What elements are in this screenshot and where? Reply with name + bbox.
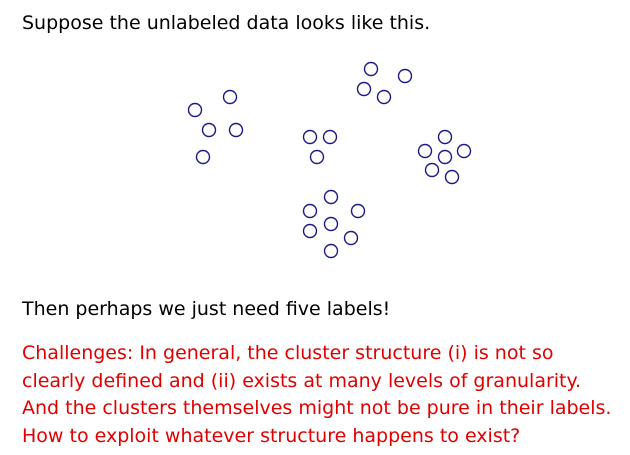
data-point xyxy=(222,89,238,105)
data-point xyxy=(417,143,433,159)
data-point xyxy=(228,122,244,138)
data-point xyxy=(397,68,413,84)
conclusion-text: Then perhaps we just need five labels! xyxy=(22,298,391,320)
data-point xyxy=(350,203,366,219)
data-point xyxy=(437,129,453,145)
data-points xyxy=(187,61,472,259)
data-point xyxy=(444,169,460,185)
data-point xyxy=(323,243,339,259)
challenges-text: Challenges: In general, the cluster stru… xyxy=(22,342,612,447)
data-point xyxy=(201,122,217,138)
data-point xyxy=(424,162,440,178)
data-point xyxy=(343,230,359,246)
data-point xyxy=(363,61,379,77)
data-point xyxy=(302,223,318,239)
data-point xyxy=(302,129,318,145)
cluster-4 xyxy=(417,129,472,185)
data-point xyxy=(323,216,339,232)
cluster-3 xyxy=(302,129,338,165)
cluster-5 xyxy=(302,189,366,259)
data-point xyxy=(309,149,325,165)
cluster-scatter-plot xyxy=(187,61,472,259)
data-point xyxy=(456,143,472,159)
intro-text: Suppose the unlabeled data looks like th… xyxy=(22,12,431,34)
data-point xyxy=(356,81,372,97)
data-point xyxy=(187,102,203,118)
data-point xyxy=(195,149,211,165)
data-point xyxy=(323,189,339,205)
cluster-2 xyxy=(356,61,413,105)
data-point xyxy=(302,203,318,219)
data-point xyxy=(437,149,453,165)
data-point xyxy=(376,89,392,105)
cluster-1 xyxy=(187,89,244,165)
data-point xyxy=(322,129,338,145)
